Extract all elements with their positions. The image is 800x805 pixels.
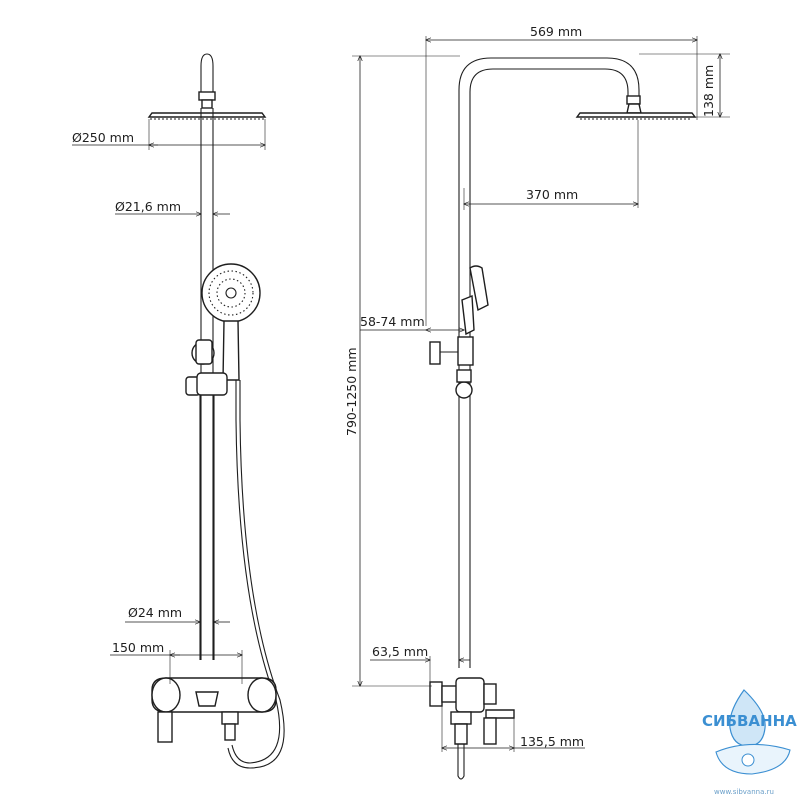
dim-holder-label: 58-74 mm <box>360 314 425 329</box>
side-mixer-spout <box>485 709 515 719</box>
dim-mixer-label: 150 mm <box>112 640 164 655</box>
front-hand-shower-ring <box>208 270 254 316</box>
dim-pipe-lower-label: Ø24 mm <box>128 605 182 620</box>
front-mixer-right-cap <box>247 677 277 713</box>
front-hand-shower-inner-ring <box>216 278 246 308</box>
front-head-nut <box>198 91 216 101</box>
dim-height-label: 790-1250 mm <box>344 347 359 436</box>
front-hand-shower-handle <box>222 320 240 381</box>
side-hose-end <box>457 744 465 780</box>
front-mixer-outlet <box>221 711 239 725</box>
side-holder-body <box>457 336 474 366</box>
front-slider-body <box>196 372 228 396</box>
mascot-face-icon <box>741 753 755 767</box>
brand-name: СИБВАННА <box>702 712 797 730</box>
side-slider-knob <box>455 381 473 399</box>
front-head-arm <box>200 53 214 92</box>
side-hand-shower-handle <box>461 294 475 336</box>
brand-url: www.sibvanna.ru <box>714 788 774 796</box>
side-mixer-wall-plate <box>429 681 443 707</box>
front-hand-shower-head <box>201 263 261 323</box>
front-shower-head <box>147 112 267 118</box>
dim-spout-label: 135,5 mm <box>520 734 584 749</box>
side-mixer-hose-nut <box>454 723 468 745</box>
side-holder-wall-plate <box>429 341 441 365</box>
front-holder-body <box>195 339 213 365</box>
side-head-nut <box>626 95 641 105</box>
side-hand-shower-head <box>469 265 489 312</box>
side-head-joint <box>626 103 642 114</box>
dim-pipe-upper-label: Ø21,6 mm <box>115 199 181 214</box>
side-arm-inner <box>469 68 629 668</box>
side-view: 569 mm 138 mm 370 mm 58-74 mm 790-1250 m… <box>344 24 730 780</box>
front-mixer-diverter <box>195 691 219 707</box>
side-mixer-body <box>455 677 485 713</box>
side-shower-head <box>575 112 697 118</box>
front-mixer-left-cap <box>151 677 181 713</box>
front-mixer-hose-nut <box>224 723 236 741</box>
dim-offset-label: 370 mm <box>526 187 578 202</box>
front-hose-inner <box>227 380 285 769</box>
front-head-joint <box>201 99 213 109</box>
side-mixer-outlet <box>450 711 472 725</box>
front-mixer-handle <box>157 711 173 743</box>
dim-mixer-offset-label: 63,5 mm <box>372 644 428 659</box>
dim-drop-label: 138 mm <box>701 65 716 117</box>
side-arm-outer <box>458 57 640 668</box>
dim-head-diameter-label: Ø250 mm <box>72 130 134 145</box>
side-mixer-cap <box>483 683 497 705</box>
dim-arm-label: 569 mm <box>530 24 582 39</box>
brand-logo: СИБВАННА www.sibvanna.ru <box>702 689 797 796</box>
side-mixer-handle <box>483 717 497 745</box>
front-hand-shower-center <box>225 287 237 299</box>
front-view: Ø250 mm Ø21,6 mm Ø24 mm 150 mm <box>72 53 285 769</box>
side-slider-body <box>456 369 472 383</box>
